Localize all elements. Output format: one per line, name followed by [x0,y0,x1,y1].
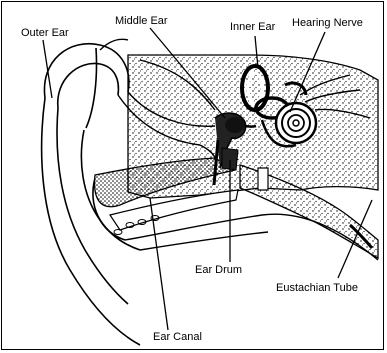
label-middle-ear: Middle Ear [115,16,168,27]
label-ear-canal: Ear Canal [153,332,202,343]
label-hearing-nerve: Hearing Nerve [292,18,363,29]
label-outer-ear: Outer Ear [21,28,69,39]
label-inner-ear: Inner Ear [230,22,275,33]
label-eustachian-tube: Eustachian Tube [276,283,358,294]
label-ear-drum: Ear Drum [195,265,242,276]
